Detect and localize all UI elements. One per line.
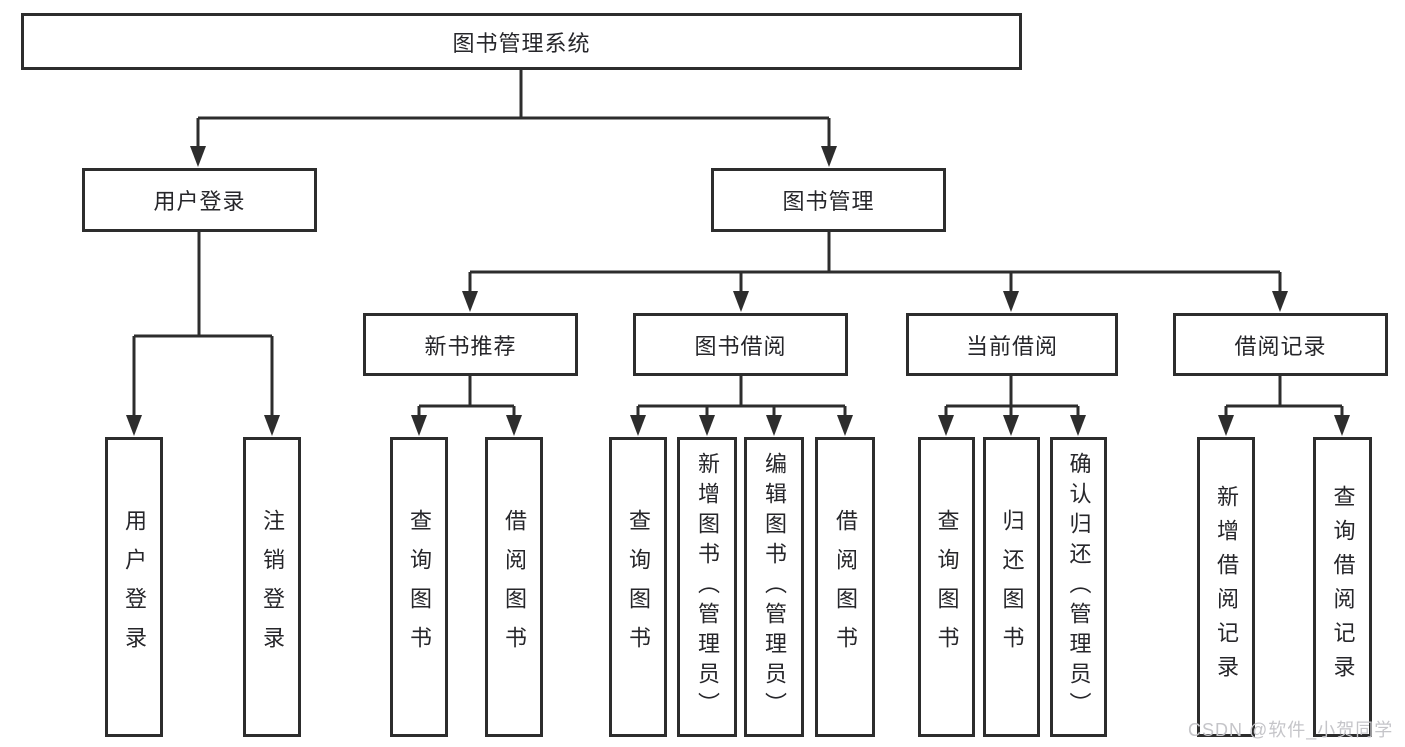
node-label: 用户登录 [153, 189, 246, 214]
leaf-query-books-recommend: 查询图书 [390, 437, 448, 737]
leaf-add-borrow-record: 新增借阅记录 [1197, 437, 1255, 737]
leaf-label: 归还图书 [999, 509, 1025, 665]
leaf-return-books: 归还图书 [983, 437, 1040, 737]
leaf-user-login: 用户登录 [105, 437, 163, 737]
leaf-label: 确认归还（管理员） [1066, 452, 1092, 722]
leaf-query-books-current: 查询图书 [918, 437, 975, 737]
node-label: 图书管理 [782, 189, 875, 214]
leaf-label: 查询图书 [626, 509, 651, 665]
node-borrow-records: 借阅记录 [1173, 313, 1388, 376]
leaf-label: 用户登录 [122, 509, 147, 665]
node-label: 借阅记录 [1234, 333, 1327, 359]
node-book-borrow: 图书借阅 [633, 313, 848, 376]
leaf-label: 查询图书 [934, 509, 960, 665]
arrowheads [126, 146, 1350, 436]
leaf-add-books-admin: 新增图书（管理员） [677, 437, 737, 737]
leaf-query-borrow-record: 查询借阅记录 [1313, 437, 1372, 737]
node-label: 新书推荐 [424, 333, 517, 359]
leaf-query-books-borrow: 查询图书 [609, 437, 667, 737]
leaf-label: 新增图书（管理员） [695, 452, 720, 722]
node-root-library-system: 图书管理系统 [21, 13, 1022, 70]
leaf-edit-books-admin: 编辑图书（管理员） [744, 437, 804, 737]
leaf-label: 借阅图书 [833, 509, 858, 665]
leaf-borrow-books-recommend: 借阅图书 [485, 437, 543, 737]
leaf-label: 编辑图书（管理员） [762, 452, 787, 722]
node-new-book-recommend: 新书推荐 [363, 313, 578, 376]
leaf-label: 新增借阅记录 [1214, 485, 1239, 689]
node-user-login: 用户登录 [82, 168, 317, 232]
leaf-label: 查询图书 [407, 509, 432, 665]
node-label: 图书管理系统 [452, 30, 591, 56]
leaf-label: 借阅图书 [502, 509, 527, 665]
leaf-confirm-return-admin: 确认归还（管理员） [1050, 437, 1107, 737]
node-label: 当前借阅 [965, 333, 1058, 359]
node-label: 图书借阅 [694, 333, 787, 359]
node-book-management: 图书管理 [711, 168, 946, 232]
leaf-label: 查询借阅记录 [1330, 485, 1356, 689]
leaf-logout: 注销登录 [243, 437, 301, 737]
csdn-watermark: CSDN @软件_小贺同学 [1188, 720, 1394, 740]
node-current-borrow: 当前借阅 [906, 313, 1118, 376]
leaf-label: 注销登录 [260, 509, 285, 665]
leaf-borrow-books: 借阅图书 [815, 437, 875, 737]
